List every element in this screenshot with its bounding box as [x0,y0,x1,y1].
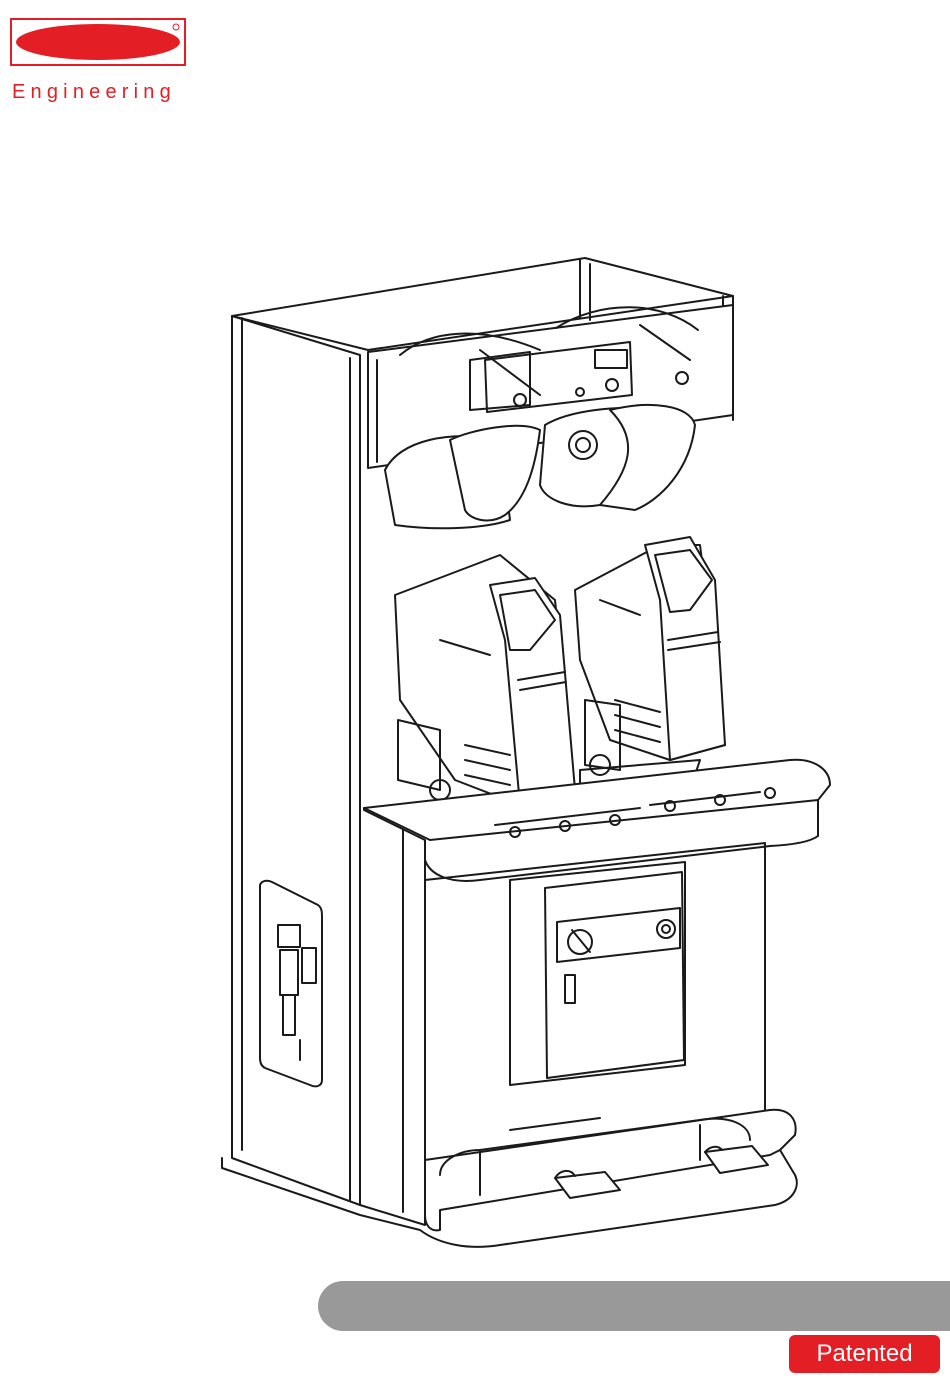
patented-badge: Patented [789,1335,940,1373]
title-bar [318,1281,950,1331]
